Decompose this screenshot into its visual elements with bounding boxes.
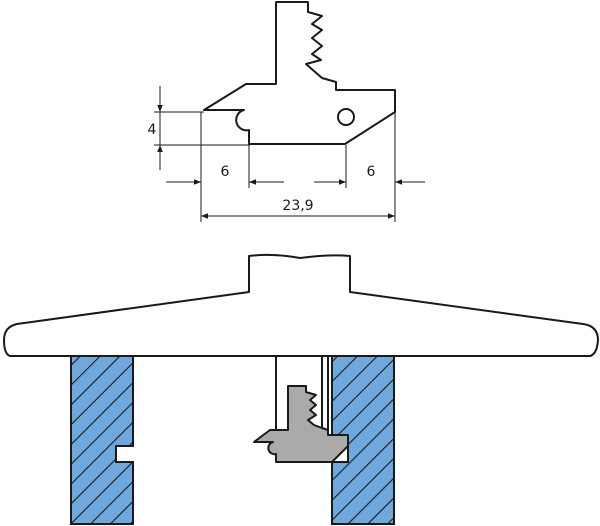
extension-lines	[200, 112, 396, 222]
right-width-dimension-label: 6	[367, 164, 376, 180]
profile-detail	[203, 1, 396, 145]
assembly-section	[3, 253, 599, 525]
left-width-dimension-label: 6	[221, 164, 230, 180]
profile-outline	[203, 1, 396, 145]
right-groove-hole	[337, 108, 355, 126]
height-dimension-label: 4	[148, 122, 157, 138]
profile-board-body	[3, 253, 599, 357]
clip-profile-grey	[253, 385, 349, 463]
total-width-dimension-label: 23,9	[282, 198, 313, 214]
dimension-height	[154, 86, 250, 170]
left-stave-hatched	[70, 355, 134, 525]
